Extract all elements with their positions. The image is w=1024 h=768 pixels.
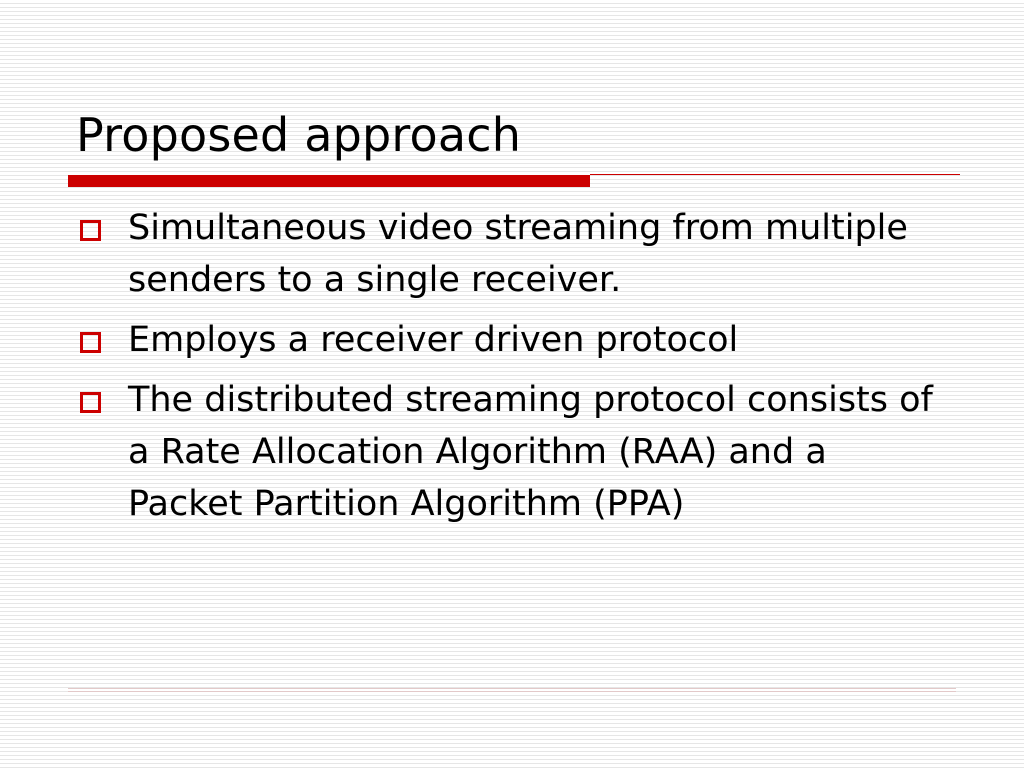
title-underline-thick bbox=[68, 175, 590, 187]
slide-title: Proposed approach bbox=[76, 108, 522, 162]
bullet-text: The distributed streaming protocol consi… bbox=[128, 380, 933, 524]
title-underline-thin bbox=[590, 174, 960, 175]
bullet-list: Simultaneous video streaming from multip… bbox=[76, 202, 936, 538]
bullet-item: Simultaneous video streaming from multip… bbox=[76, 202, 936, 306]
bullet-item: The distributed streaming protocol consi… bbox=[76, 374, 936, 530]
bullet-text: Simultaneous video streaming from multip… bbox=[128, 208, 908, 300]
hollow-square-icon bbox=[80, 392, 101, 413]
footer-divider-top bbox=[68, 688, 956, 689]
hollow-square-icon bbox=[80, 220, 101, 241]
hollow-square-icon bbox=[80, 332, 101, 353]
bullet-item: Employs a receiver driven protocol bbox=[76, 314, 936, 366]
bullet-text: Employs a receiver driven protocol bbox=[128, 320, 739, 360]
footer-divider-bottom bbox=[68, 691, 956, 692]
